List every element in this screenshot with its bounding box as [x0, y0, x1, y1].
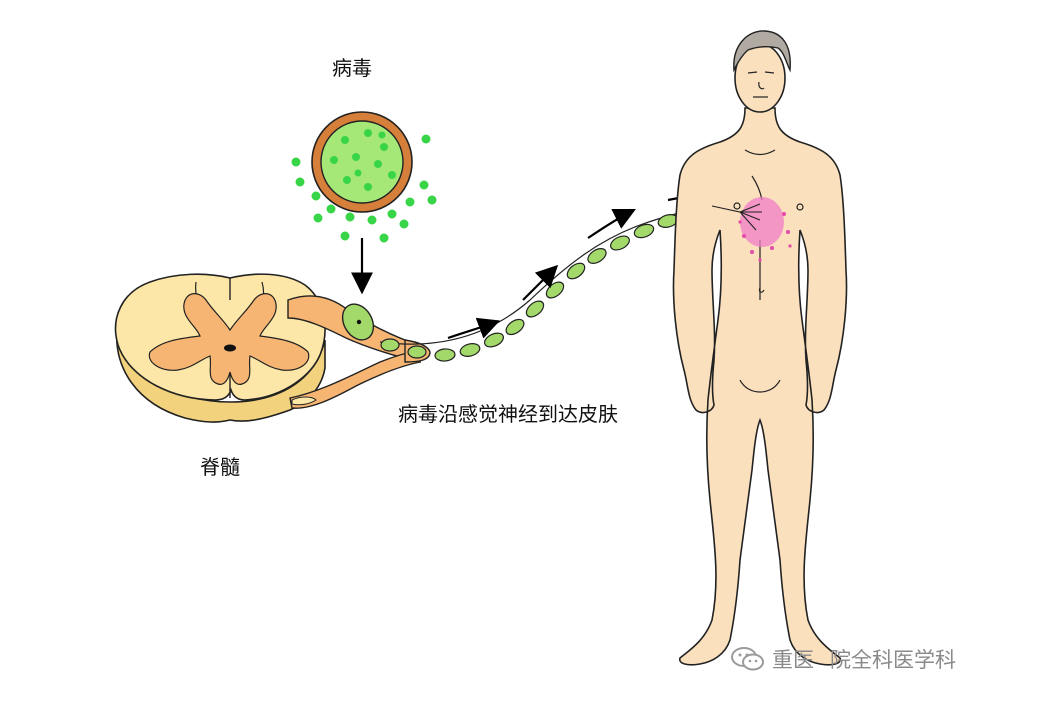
watermark-text-1: 重医	[772, 648, 814, 672]
watermark: 重医 院全科医学科	[730, 644, 956, 674]
central-canal	[224, 344, 236, 352]
sensory-nerve	[379, 183, 726, 362]
hair	[733, 30, 791, 73]
wechat-icon	[731, 647, 764, 671]
watermark-text-2: 院全科医学科	[830, 648, 956, 672]
virus-label: 病毒	[332, 56, 372, 80]
body-outline	[672, 107, 848, 666]
pathway-label: 病毒沿感觉神经到达皮肤	[398, 402, 618, 426]
virus-illustration	[291, 111, 437, 295]
skin-rash	[740, 197, 784, 247]
spinal-cord-label: 脊髓	[200, 455, 240, 479]
human-figure	[672, 30, 848, 666]
spinal-cord-grey-matter	[148, 293, 310, 385]
ventral-root	[289, 349, 421, 409]
